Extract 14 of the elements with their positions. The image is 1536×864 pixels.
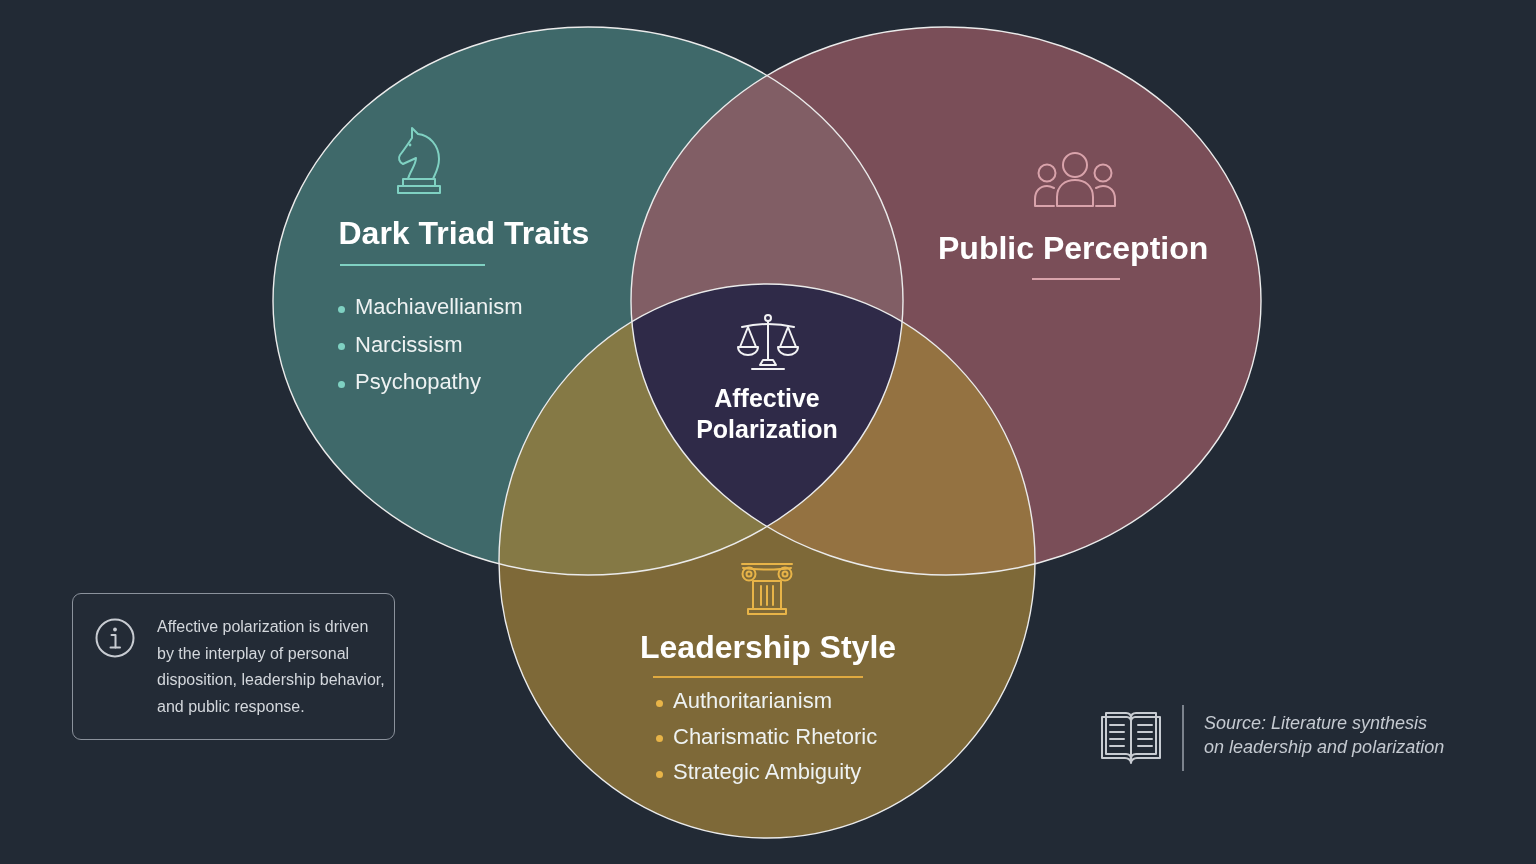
circle-title: Dark Triad Traits [338, 214, 590, 253]
circle-title: Public Perception [938, 229, 1209, 268]
circle-title: Leadership Style [640, 628, 897, 667]
list-item: Machiavellianism [355, 294, 523, 320]
list-item: Charismatic Rhetoric [673, 723, 878, 750]
intersection-title: Affective Polarization [695, 383, 839, 445]
venn-intersection [631, 284, 903, 527]
list-item: Psychopathy [355, 369, 481, 395]
source-note: Source: Literature synthesis on leadership and polarization [1204, 712, 1446, 759]
info-text: Affective polarization is driven by the interplay of personal disposition, leadership behavior, and public response. [157, 617, 386, 717]
list-item: Strategic Ambiguity [673, 759, 862, 785]
list-item: Narcissism [355, 331, 463, 358]
list-item: Authoritarianism [673, 688, 832, 714]
info-box [72, 593, 395, 740]
